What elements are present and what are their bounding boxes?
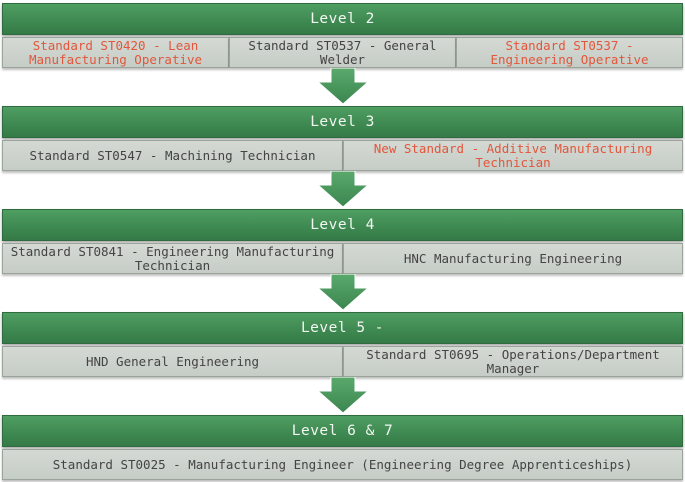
level-2-title: Level 2	[310, 11, 375, 27]
level-3-title: Level 3	[310, 114, 375, 130]
level-6-7-header: Level 6 & 7	[2, 415, 683, 447]
standard-box: Standard ST0547 - Machining Technician	[2, 140, 343, 171]
standard-label: Standard ST0025 - Manufacturing Engineer…	[52, 456, 633, 472]
level-5-standards-row: HND General Engineering Standard ST0695 …	[2, 346, 683, 377]
standard-label: HNC Manufacturing Engineering	[403, 250, 623, 266]
level-6-7-title: Level 6 & 7	[291, 423, 394, 439]
standard-box: New Standard - Additive Manufacturing Te…	[343, 140, 683, 171]
down-arrow-icon	[318, 68, 368, 104]
level-3-standards-row: Standard ST0547 - Machining Technician N…	[2, 140, 683, 171]
down-arrow-icon	[318, 171, 368, 207]
standard-box: Standard ST0537 - Engineering Operative	[456, 37, 683, 68]
standard-label: New Standard - Additive Manufacturing Te…	[373, 140, 653, 170]
level-3-header: Level 3	[2, 106, 683, 138]
standard-label: Standard ST0547 - Machining Technician	[29, 147, 316, 163]
standard-box: HND General Engineering	[2, 346, 343, 377]
standard-label: Standard ST0537 - Engineering Operative	[490, 37, 649, 67]
level-5-title: Level 5 -	[300, 320, 385, 336]
standard-box: HNC Manufacturing Engineering	[343, 243, 683, 274]
level-4-header: Level 4	[2, 209, 683, 241]
standard-box: Standard ST0695 - Operations/Department …	[343, 346, 683, 377]
standard-label: Standard ST0537 - General Welder	[248, 37, 437, 67]
level-4-standards-row: Standard ST0841 - Engineering Manufactur…	[2, 243, 683, 274]
standard-box: Standard ST0420 - Lean Manufacturing Ope…	[2, 37, 229, 68]
level-4-title: Level 4	[310, 217, 375, 233]
standard-box: Standard ST0841 - Engineering Manufactur…	[2, 243, 343, 274]
standard-label: Standard ST0420 - Lean Manufacturing Ope…	[28, 37, 203, 67]
standard-box: Standard ST0537 - General Welder	[229, 37, 456, 68]
standard-label: Standard ST0695 - Operations/Department …	[366, 346, 660, 376]
level-2-header: Level 2	[2, 3, 683, 35]
standard-box: Standard ST0025 - Manufacturing Engineer…	[2, 449, 683, 480]
down-arrow-icon	[318, 274, 368, 310]
level-6-7-standards-row: Standard ST0025 - Manufacturing Engineer…	[2, 449, 683, 480]
down-arrow-icon	[318, 377, 368, 413]
level-2-standards-row: Standard ST0420 - Lean Manufacturing Ope…	[2, 37, 683, 68]
standard-label: HND General Engineering	[85, 353, 260, 369]
standard-label: Standard ST0841 - Engineering Manufactur…	[10, 243, 335, 273]
level-5-header: Level 5 -	[2, 312, 683, 344]
